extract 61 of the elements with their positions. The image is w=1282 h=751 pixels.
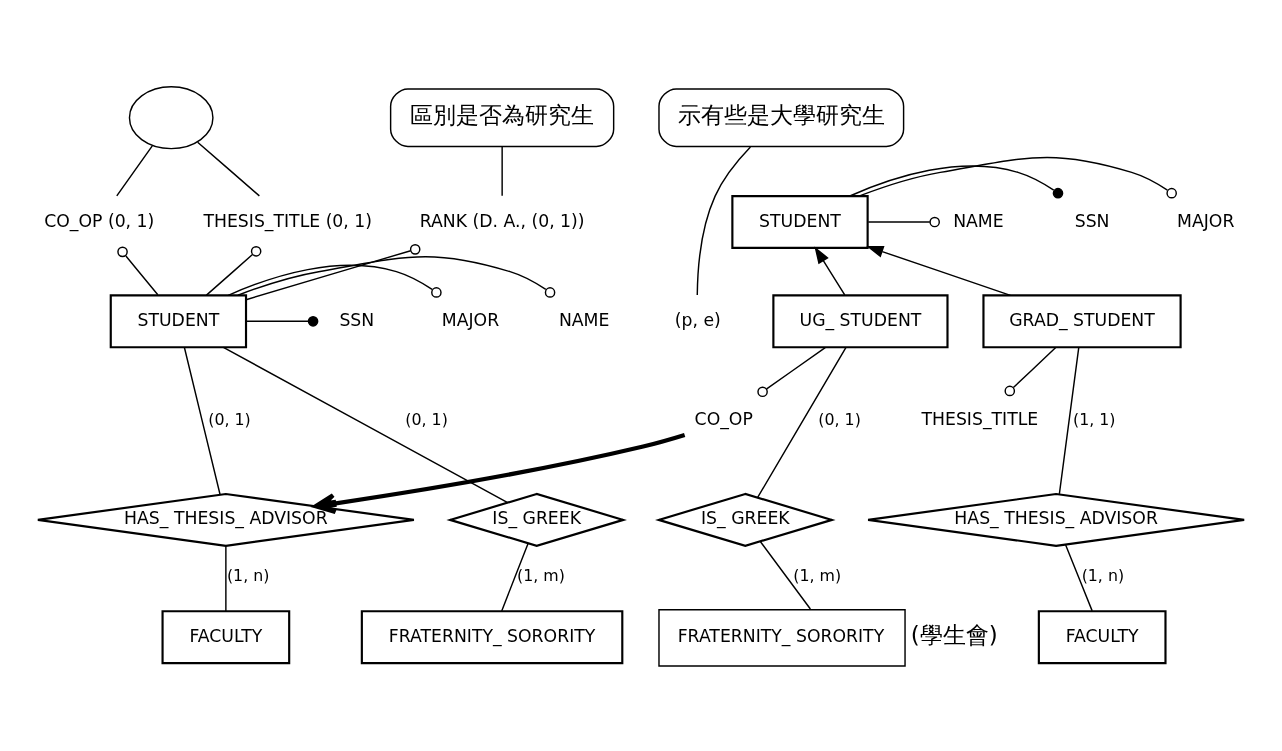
connector — [222, 346, 509, 503]
node-label: (學生會) — [910, 621, 998, 648]
edge-label: (0, 1) — [818, 409, 861, 429]
edge-label: (1, n) — [226, 565, 270, 585]
connector — [205, 245, 262, 296]
node-text: CO_OP (0, 1) — [44, 210, 155, 230]
node-text: (p, e) — [674, 309, 721, 330]
connector — [1058, 346, 1080, 495]
node-callout — [128, 85, 214, 149]
connector — [245, 315, 319, 327]
node-box: STUDENT — [731, 194, 869, 249]
edge-label: (1, 1) — [1073, 409, 1116, 429]
node-text: SSN — [1074, 210, 1110, 230]
node-diamond: IS_ GREEK — [655, 492, 836, 547]
connector — [759, 540, 812, 610]
node-box: FRATERNITY_ SORORITY — [360, 609, 624, 664]
node-box: FRATERNITY_ SORORITY — [658, 608, 906, 667]
connector — [1064, 543, 1093, 612]
connector — [117, 246, 159, 296]
node-text: THESIS_TITLE (0, 1) — [203, 210, 373, 230]
node-box: 示有些是大學研究生 — [658, 87, 905, 147]
node-box: FACULTY — [1037, 609, 1167, 664]
node-text: NAME — [558, 309, 610, 330]
edge-label: (0, 1) — [405, 409, 448, 429]
connector — [183, 346, 221, 495]
node-text: RANK (D. A., (0, 1)) — [419, 210, 585, 230]
edge-label: (1, m) — [793, 565, 842, 585]
edge-label: (1, m) — [517, 565, 565, 585]
connector — [867, 216, 940, 227]
node-box: GRAD_ STUDENT — [982, 293, 1182, 348]
connector — [858, 156, 1177, 198]
node-text: NAME — [953, 210, 1004, 230]
edge-label: (1, n) — [1081, 565, 1125, 585]
connector — [501, 145, 503, 196]
node-box: STUDENT — [109, 293, 248, 348]
node-text: SSN — [339, 309, 375, 330]
node-text: THESIS_TITLE — [921, 408, 1039, 429]
connector — [237, 255, 556, 298]
node-text: MAJOR — [1177, 210, 1235, 230]
node-box: FACULTY — [161, 609, 291, 664]
connector — [757, 346, 826, 397]
node-diamond: HAS_ THESIS_ ADVISOR — [867, 492, 1246, 547]
node-text: MAJOR — [441, 309, 500, 330]
connector — [245, 243, 421, 300]
node-diamond: IS_ GREEK — [446, 492, 627, 547]
arrow — [313, 432, 686, 514]
arrow — [866, 245, 1012, 296]
connector — [196, 140, 261, 197]
connector — [696, 145, 752, 296]
connector — [227, 264, 442, 298]
connector — [756, 346, 847, 498]
node-text: CO_OP — [694, 408, 753, 429]
connector — [501, 542, 529, 612]
node-box: 區別是否為研究生 — [389, 87, 615, 147]
connector — [1004, 346, 1057, 396]
connector — [849, 164, 1064, 198]
connector — [225, 544, 227, 612]
node-box: UG_ STUDENT — [772, 293, 949, 348]
arrow — [814, 245, 846, 296]
edge-label: (0, 1) — [208, 409, 251, 429]
connector — [116, 144, 153, 197]
